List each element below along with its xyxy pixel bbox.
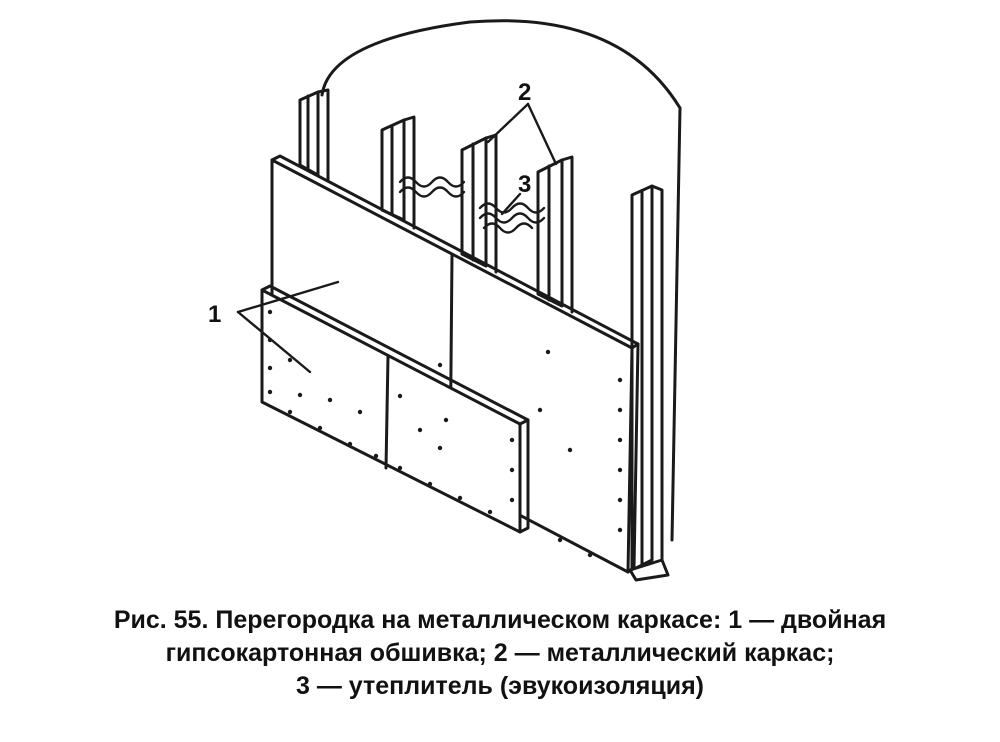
caption-line-1: Рис. 55. Перегородка на металлическом ка… bbox=[113, 606, 887, 634]
stud-center-right bbox=[536, 155, 574, 314]
caption-line-3: 3 — утеплитель (эвукоизоляция) bbox=[295, 672, 705, 700]
callout-leaders bbox=[236, 102, 558, 374]
stud-left bbox=[298, 88, 330, 182]
insulation-waves bbox=[398, 176, 546, 234]
back-wall-outline bbox=[320, 19, 682, 542]
gypsum-board-front-layer bbox=[260, 284, 530, 534]
callout-3: 3 bbox=[518, 171, 531, 198]
callout-2: 2 bbox=[518, 79, 531, 106]
screw-dots bbox=[267, 309, 623, 558]
caption-line-2: гипсокартонная обшивка; 2 — металлически… bbox=[165, 639, 835, 667]
figure-caption: Рис. 55. Перегородка на металлическом ка… bbox=[0, 604, 1000, 703]
callout-1: 1 bbox=[208, 301, 221, 328]
partition-diagram: 1 2 3 bbox=[208, 19, 682, 582]
stud-center bbox=[460, 133, 498, 274]
